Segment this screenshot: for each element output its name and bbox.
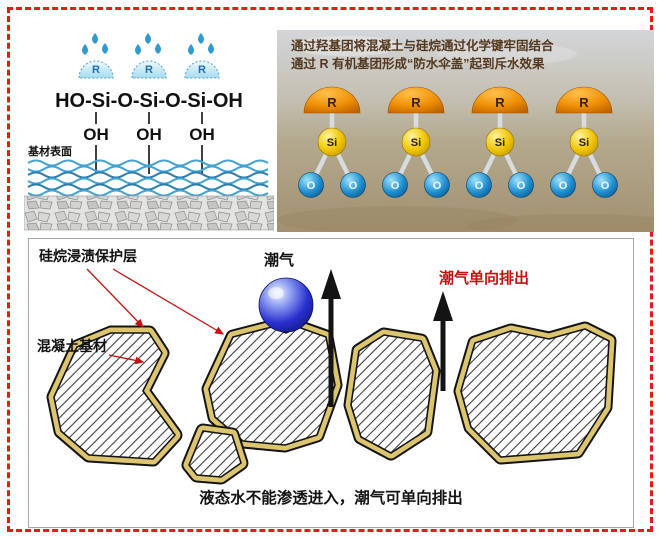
o-atom-label: O: [307, 180, 316, 192]
coating-callout-line: [86, 268, 144, 328]
panel-silane-formula: R R R HO-Si-O-Si-O-Si-OH OH OH OH 基材表面: [24, 12, 274, 232]
substrate-label: 混凝土基材: [37, 338, 107, 354]
si-atom: [317, 127, 347, 157]
concrete-block: [189, 431, 241, 477]
up-arrow-head: [321, 269, 341, 299]
o-atom-label: O: [433, 180, 442, 192]
ground-shading: [277, 206, 517, 232]
si-atom-label: Si: [495, 137, 505, 149]
umbrella-r-cap: [184, 60, 220, 79]
o-atom: [592, 172, 618, 198]
o-atom: [340, 172, 366, 198]
si-oh-bond-lines: [95, 112, 203, 124]
o-atom: [550, 172, 576, 198]
substrate-surface-label: 基材表面: [27, 144, 72, 158]
r-cap-label: R: [145, 64, 153, 76]
r-cap-label: R: [92, 64, 100, 76]
bottom-caption: 液态水不能渗透进入，潮气可单向排出: [199, 488, 463, 507]
o-atom: [424, 172, 450, 198]
rain-drops-icon: [82, 33, 214, 55]
r-cap-dome: [387, 86, 445, 114]
r-dome-label: R: [495, 95, 505, 110]
o-atom-label: O: [559, 180, 568, 192]
o-atom-label: O: [601, 180, 610, 192]
substrate-callout-line: [108, 354, 145, 365]
r-dome-label: R: [411, 95, 421, 110]
si-atoms: Si Si Si Si: [317, 127, 599, 157]
molecular-structure-drawing: 通过羟基团将混凝土与硅烷通过化学键牢固结合 通过 R 有机基团形成“防水伞盖”起…: [277, 30, 654, 232]
o-atom-label: O: [349, 180, 358, 192]
up-arrow-head: [433, 291, 453, 321]
panel-cross-section: .coatOuter{fill:#ffffff;stroke:#141414;s…: [28, 238, 634, 528]
caption-line-2: 通过 R 有机基团形成“防水伞盖”起到斥水效果: [291, 56, 545, 71]
silane-formula-text: HO-Si-O-Si-O-Si-OH: [55, 90, 243, 112]
r-cap-dome: [555, 86, 613, 114]
r-cap-domes: R R R R: [303, 86, 613, 114]
si-atom: [569, 127, 599, 157]
o-atom: [508, 172, 534, 198]
cross-section-drawing: .coatOuter{fill:#ffffff;stroke:#141414;s…: [37, 248, 633, 507]
si-atom-label: Si: [411, 137, 421, 149]
oh-group-label: OH: [136, 125, 162, 144]
panel-molecular-photo: 通过羟基团将混凝土与硅烷通过化学键牢固结合 通过 R 有机基团形成“防水伞盖”起…: [277, 30, 654, 232]
r-cap-label: R: [198, 64, 206, 76]
concrete-block: [461, 329, 609, 457]
moisture-out-label: 潮气单向排出: [439, 269, 529, 287]
water-droplet: [258, 277, 314, 333]
o-atoms: O O O O O O O O: [298, 172, 618, 198]
substrate-rubble-layer: [24, 195, 274, 231]
substrate-blue-layer: [27, 159, 269, 197]
o-atom-label: O: [517, 180, 526, 192]
umbrella-r-cap: [131, 60, 167, 79]
r-dome-label: R: [579, 95, 589, 110]
ground-shading: [467, 214, 654, 232]
si-atom: [485, 127, 515, 157]
r-dome-label: R: [327, 95, 337, 110]
moisture-label: 潮气: [264, 251, 294, 269]
o-atom: [298, 172, 324, 198]
cloud-shape: [292, 36, 402, 56]
o-atom-label: O: [391, 180, 400, 192]
droplet-highlight: [268, 287, 284, 299]
concrete-block: [351, 335, 433, 453]
coating-callout-line: [112, 268, 225, 335]
si-atom-label: Si: [327, 137, 337, 149]
oh-group-labels: OH OH OH: [83, 125, 215, 144]
coating-label: 硅烷浸渍保护层: [39, 248, 137, 264]
oh-group-label: OH: [83, 125, 109, 144]
cloud-shape: [437, 43, 577, 65]
umbrella-r-caps: R R R: [78, 60, 220, 79]
si-atom: [401, 127, 431, 157]
silane-formula-drawing: R R R HO-Si-O-Si-O-Si-OH OH OH OH 基材表面: [24, 33, 274, 231]
caption-line-1: 通过羟基团将混凝土与硅烷通过化学键牢固结合: [291, 38, 554, 53]
o-atom-label: O: [475, 180, 484, 192]
si-atom-label: Si: [579, 137, 589, 149]
oh-substrate-bond-lines: [95, 145, 203, 174]
r-cap-dome: [471, 86, 529, 114]
o-atom: [382, 172, 408, 198]
oh-group-label: OH: [189, 125, 215, 144]
moisture-up-arrows: [321, 269, 453, 407]
umbrella-r-cap: [78, 60, 114, 79]
r-cap-dome: [303, 86, 361, 114]
o-atom: [466, 172, 492, 198]
callout-lines: [86, 268, 225, 365]
